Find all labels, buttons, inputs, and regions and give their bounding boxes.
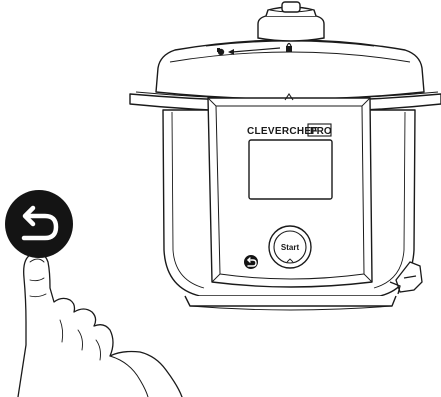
blank-lcd-screen (249, 140, 332, 199)
brand-logo: CLEVERCHEF PRO (247, 124, 332, 137)
brand-name: CLEVERCHEF (247, 126, 318, 137)
brand-pro: PRO (310, 126, 332, 137)
start-button-label: Start (281, 243, 300, 252)
hand-pointing (18, 253, 182, 397)
panel-back-button[interactable] (244, 255, 258, 269)
lid-knob (258, 2, 324, 41)
back-button-callout (5, 190, 73, 258)
start-button[interactable]: Start (269, 226, 311, 268)
